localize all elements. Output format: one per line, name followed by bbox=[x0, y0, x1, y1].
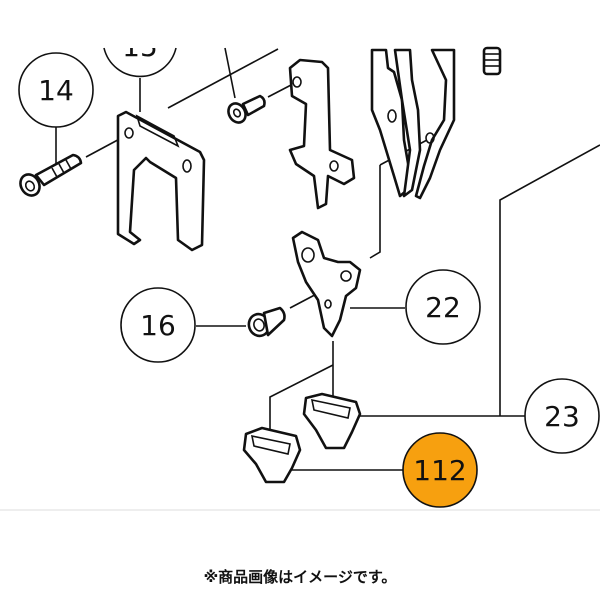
callout-15[interactable]: 15 bbox=[103, 30, 177, 78]
clip-lower bbox=[242, 426, 302, 484]
part-15-bracket bbox=[116, 110, 206, 252]
callout-22[interactable]: 22 bbox=[405, 269, 481, 345]
part-16-pin bbox=[247, 306, 286, 338]
part-14-bolt bbox=[19, 153, 83, 197]
parts-diagram: 14 15 16 22 23 112 bbox=[18, 30, 600, 508]
image-disclaimer: ※商品画像はイメージです。 bbox=[203, 568, 397, 586]
callout-112-label: 112 bbox=[413, 454, 466, 487]
callout-23-label: 23 bbox=[544, 400, 580, 433]
callout-23[interactable]: 23 bbox=[524, 378, 600, 454]
spring bbox=[482, 46, 502, 76]
lever-plate bbox=[288, 58, 356, 210]
leader-lines bbox=[55, 47, 600, 471]
callout-15-label: 15 bbox=[122, 30, 158, 63]
callout-14-label: 14 bbox=[38, 74, 74, 107]
latch-assembly bbox=[370, 48, 456, 200]
callout-112[interactable]: 112 bbox=[402, 432, 478, 508]
small-bolt bbox=[227, 94, 266, 124]
callout-16-label: 16 bbox=[140, 309, 176, 342]
callout-14[interactable]: 14 bbox=[18, 52, 94, 128]
callout-22-label: 22 bbox=[425, 291, 461, 324]
clip-upper bbox=[302, 392, 362, 450]
divider bbox=[0, 509, 600, 511]
callout-16[interactable]: 16 bbox=[120, 287, 196, 363]
part-22-hook bbox=[291, 230, 362, 338]
